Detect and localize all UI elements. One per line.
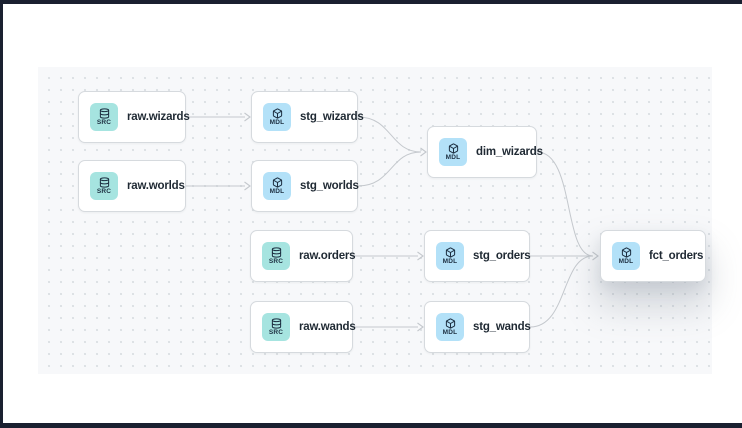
node-raw-worlds[interactable]: SRC raw.worlds — [78, 160, 186, 212]
node-label: stg_orders — [473, 250, 531, 262]
node-label: stg_worlds — [300, 180, 359, 192]
node-type-badge: MDL — [436, 313, 464, 341]
box-icon — [621, 246, 632, 258]
node-stg-worlds[interactable]: MDL stg_worlds — [251, 160, 359, 212]
node-fct-orders[interactable]: MDL fct_orders — [600, 230, 706, 282]
node-label: stg_wands — [473, 321, 531, 333]
database-icon — [271, 246, 282, 258]
box-icon — [272, 107, 283, 119]
node-stg-wands[interactable]: MDL stg_wands — [424, 301, 531, 353]
database-icon — [99, 107, 110, 119]
box-icon — [445, 246, 456, 258]
node-type-badge: MDL — [439, 138, 467, 166]
node-label: stg_wizards — [300, 111, 364, 123]
window-frame-left — [0, 0, 3, 428]
node-type-badge: MDL — [263, 172, 291, 200]
node-type-badge: SRC — [262, 242, 290, 270]
box-icon — [445, 317, 456, 329]
node-type-badge: SRC — [90, 103, 118, 131]
node-type-badge: MDL — [612, 242, 640, 270]
database-icon — [99, 176, 110, 188]
node-type-label: SRC — [96, 119, 112, 126]
node-label: raw.orders — [299, 250, 356, 262]
node-type-badge: SRC — [90, 172, 118, 200]
node-label: raw.worlds — [127, 180, 185, 192]
node-type-label: SRC — [268, 258, 284, 265]
node-label: dim_wizards — [476, 146, 543, 158]
node-label: raw.wizards — [127, 111, 190, 123]
node-type-label: MDL — [618, 258, 634, 265]
node-type-label: MDL — [442, 258, 458, 265]
node-label: raw.wands — [299, 321, 356, 333]
node-stg-wizards[interactable]: MDL stg_wizards — [251, 91, 364, 143]
node-stg-orders[interactable]: MDL stg_orders — [424, 230, 531, 282]
node-type-badge: SRC — [262, 313, 290, 341]
node-type-label: SRC — [96, 188, 112, 195]
node-type-label: SRC — [268, 329, 284, 336]
box-icon — [448, 142, 459, 154]
node-type-label: MDL — [269, 188, 285, 195]
box-icon — [272, 176, 283, 188]
node-raw-orders[interactable]: SRC raw.orders — [250, 230, 356, 282]
database-icon — [271, 317, 282, 329]
node-raw-wands[interactable]: SRC raw.wands — [250, 301, 356, 353]
node-type-badge: MDL — [436, 242, 464, 270]
node-type-label: MDL — [445, 154, 461, 161]
node-dim-wizards[interactable]: MDL dim_wizards — [427, 126, 543, 178]
node-raw-wizards[interactable]: SRC raw.wizards — [78, 91, 190, 143]
window-frame-bottom — [0, 423, 742, 428]
node-type-label: MDL — [269, 119, 285, 126]
node-type-label: MDL — [442, 329, 458, 336]
node-type-badge: MDL — [263, 103, 291, 131]
node-label: fct_orders — [649, 250, 704, 262]
window-frame-top — [0, 0, 742, 4]
